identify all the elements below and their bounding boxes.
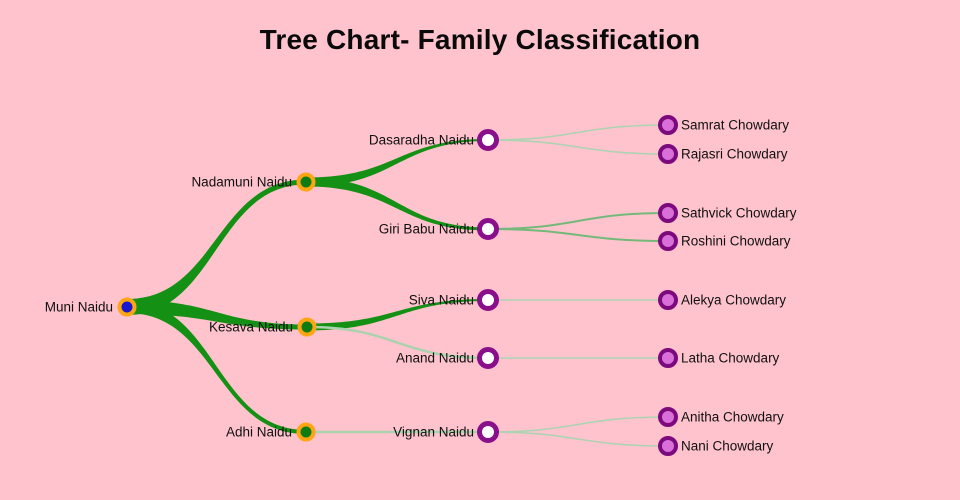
node-label-latha-chowdary: Latha Chowdary xyxy=(681,350,780,366)
node-alekya-chowdary[interactable] xyxy=(658,290,678,310)
link-muni-to-nadamuni xyxy=(127,179,306,315)
link-giribabu-to-roshini xyxy=(487,228,669,242)
node-label-kesava-naidu: Kesava Naidu xyxy=(208,319,293,335)
link-vignan-to-nani xyxy=(487,431,669,447)
node-label-adhi-naidu: Adhi Naidu xyxy=(225,424,292,440)
node-dasaradha-naidu[interactable] xyxy=(477,129,499,151)
link-dasaradha-to-samrat xyxy=(487,124,669,141)
node-siva-naidu[interactable] xyxy=(477,289,499,311)
node-label-sathvick-chowdary: Sathvick Chowdary xyxy=(681,205,797,221)
node-label-siva-naidu: Siva Naidu xyxy=(408,292,474,308)
node-muni-naidu[interactable] xyxy=(117,297,137,317)
node-anand-naidu[interactable] xyxy=(477,347,499,369)
node-label-muni-naidu: Muni Naidu xyxy=(44,299,113,315)
node-giri-babu-naidu[interactable] xyxy=(477,218,499,240)
node-label-roshini-chowdary: Roshini Chowdary xyxy=(681,233,791,249)
node-rajasri-chowdary[interactable] xyxy=(658,144,678,164)
node-label-giri-babu-naidu: Giri Babu Naidu xyxy=(378,221,474,237)
node-label-vignan-naidu: Vignan Naidu xyxy=(393,424,474,440)
node-latha-chowdary[interactable] xyxy=(658,348,678,368)
link-vignan-to-anitha xyxy=(487,416,669,433)
node-vignan-naidu[interactable] xyxy=(477,421,499,443)
link-giribabu-to-sathvick xyxy=(487,212,669,230)
node-sathvick-chowdary[interactable] xyxy=(658,203,678,223)
link-dasaradha-to-rajasri xyxy=(487,139,669,155)
node-roshini-chowdary[interactable] xyxy=(658,231,678,251)
chart-title: Tree Chart- Family Classification xyxy=(259,24,701,55)
node-samrat-chowdary[interactable] xyxy=(658,115,678,135)
node-label-anand-naidu: Anand Naidu xyxy=(395,350,474,366)
node-nadamuni-naidu[interactable] xyxy=(296,172,316,192)
node-kesava-naidu[interactable] xyxy=(297,317,317,337)
node-anitha-chowdary[interactable] xyxy=(658,407,678,427)
node-label-nadamuni-naidu: Nadamuni Naidu xyxy=(191,174,292,190)
node-label-alekya-chowdary: Alekya Chowdary xyxy=(681,292,787,308)
node-label-samrat-chowdary: Samrat Chowdary xyxy=(681,117,790,133)
node-label-anitha-chowdary: Anitha Chowdary xyxy=(681,409,784,425)
node-label-rajasri-chowdary: Rajasri Chowdary xyxy=(681,146,788,162)
node-label-dasaradha-naidu: Dasaradha Naidu xyxy=(368,132,474,148)
node-nani-chowdary[interactable] xyxy=(658,436,678,456)
node-label-nani-chowdary: Nani Chowdary xyxy=(681,438,774,454)
node-adhi-naidu[interactable] xyxy=(296,422,316,442)
